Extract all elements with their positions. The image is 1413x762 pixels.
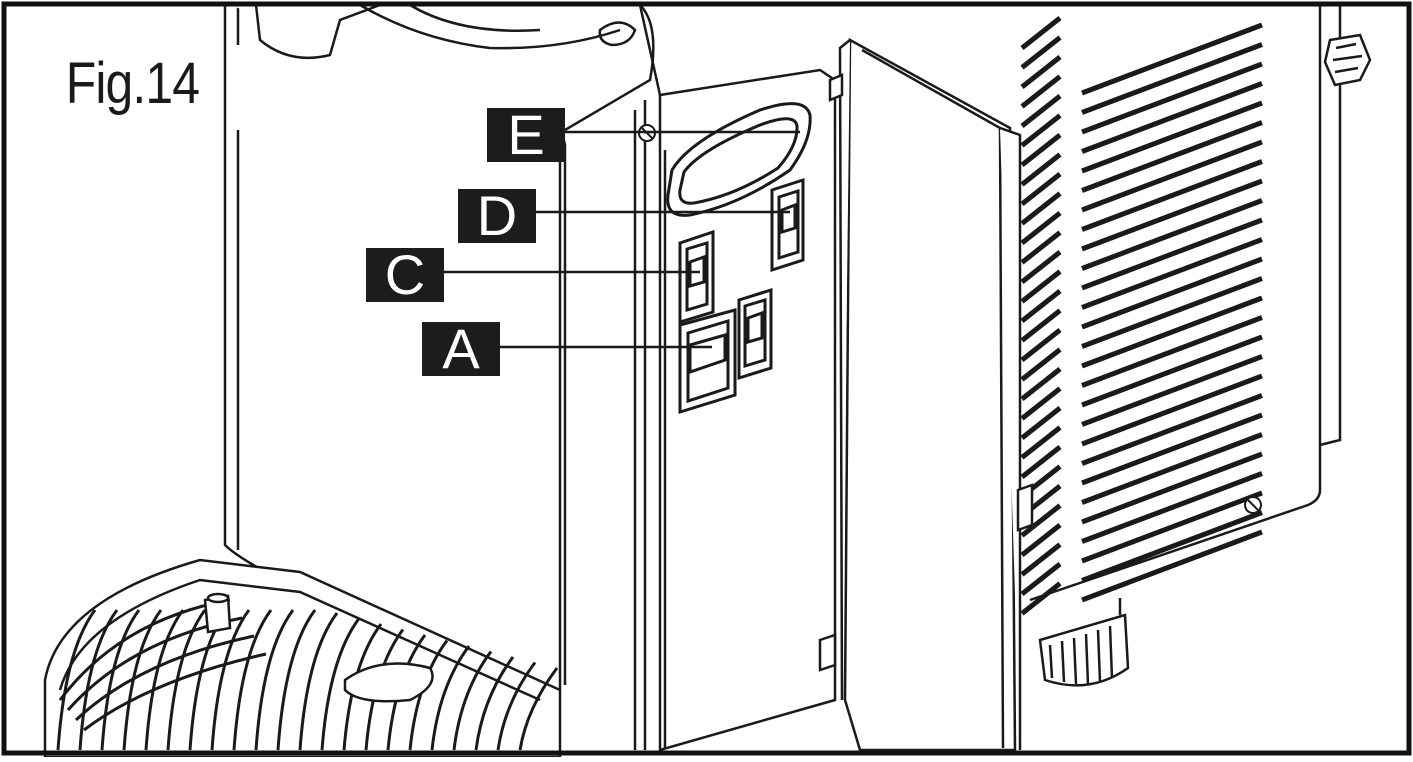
vent-louver	[1081, 217, 1263, 291]
vent-louver	[1081, 256, 1263, 330]
vent-louver	[1020, 425, 1062, 460]
tray-ring	[83, 652, 267, 732]
vent-louver	[1020, 503, 1062, 538]
side-knob	[1323, 33, 1372, 87]
vent-louver	[1081, 510, 1263, 583]
vent-louver	[1081, 529, 1263, 603]
tray-ring	[74, 634, 255, 722]
tray-slat	[166, 609, 207, 751]
vent-louver	[1081, 276, 1263, 349]
vent-louver	[1020, 16, 1062, 50]
vent-louver	[1081, 451, 1263, 525]
vent-louver	[1081, 61, 1263, 135]
vent-louver	[1020, 562, 1062, 596]
vent-louver	[1081, 237, 1263, 310]
tray-slat	[430, 645, 471, 751]
callout-label-c: C	[366, 247, 444, 303]
vent-louver	[1020, 581, 1062, 616]
tray-slat	[452, 650, 493, 751]
vent-louver	[1020, 94, 1062, 128]
vent-louver	[1081, 178, 1263, 252]
vent-louver	[1020, 113, 1062, 148]
switch-d	[770, 177, 805, 273]
vent-louver	[1020, 542, 1062, 577]
vent-louvers-right	[1081, 22, 1263, 603]
vent-louver	[1020, 269, 1062, 304]
callout-label-a: A	[422, 321, 500, 377]
switch-b	[737, 287, 773, 381]
tray-slat	[122, 609, 163, 751]
tray-ring	[58, 598, 231, 701]
vent-louver	[1081, 22, 1263, 96]
tray-slat	[276, 609, 317, 751]
tray-slat	[232, 609, 273, 751]
vent-louver	[1020, 367, 1062, 401]
vent-louver	[1020, 289, 1062, 323]
vent-louver	[1020, 523, 1062, 557]
vent-louver	[1020, 386, 1062, 421]
vent-louver	[1081, 139, 1263, 213]
vent-louver	[1020, 55, 1062, 89]
tray-fixtures	[203, 592, 434, 703]
vent-louver	[1081, 100, 1263, 174]
panel-screw	[1244, 496, 1262, 514]
foot	[1038, 598, 1130, 687]
vent-louver	[1081, 295, 1263, 369]
tray-slat	[518, 667, 559, 751]
vent-louver	[1081, 393, 1263, 466]
vent-louver	[1081, 120, 1263, 193]
vent-louver	[1020, 308, 1062, 343]
tray-slat	[100, 609, 141, 751]
vent-louver	[1081, 354, 1263, 427]
tray-slat	[298, 612, 339, 751]
hinged-door	[818, 37, 1034, 752]
vent-louver	[1020, 347, 1062, 382]
switch-c	[678, 229, 715, 325]
tray-slat	[496, 661, 537, 751]
tray-slat	[320, 617, 361, 751]
vent-louver	[1020, 250, 1062, 284]
vent-louver	[1020, 211, 1062, 245]
vent-louver	[1020, 172, 1062, 206]
tray-slat	[56, 609, 97, 751]
tray-slat	[474, 656, 515, 751]
vent-louver	[1081, 159, 1263, 232]
switch-a	[678, 308, 737, 415]
vent-louver	[1081, 490, 1263, 564]
figure-title: Fig.14	[64, 52, 205, 120]
vent-louver	[1020, 191, 1062, 226]
vent-louver	[1081, 412, 1263, 486]
vent-louver	[1081, 198, 1263, 271]
callout-label-d: D	[458, 188, 536, 244]
vent-louver	[1081, 432, 1263, 505]
vent-louver	[1020, 74, 1062, 109]
vent-louver	[1020, 328, 1062, 362]
vent-louver	[1081, 334, 1263, 408]
leader-lines	[444, 130, 800, 349]
vent-louver	[1081, 81, 1263, 154]
vent-louver	[1020, 230, 1062, 265]
vent-louver	[1081, 471, 1263, 544]
vent-louver	[1081, 42, 1263, 115]
callout-label-e: E	[487, 107, 565, 163]
vent-louver	[1020, 152, 1062, 187]
vent-louver	[1081, 373, 1263, 447]
vent-louver	[1020, 406, 1062, 440]
vent-louver	[1020, 133, 1062, 167]
vent-louver	[1081, 315, 1263, 388]
vent-louver	[1020, 35, 1062, 70]
vent-louver	[1020, 445, 1062, 479]
tray-slat	[254, 609, 295, 751]
